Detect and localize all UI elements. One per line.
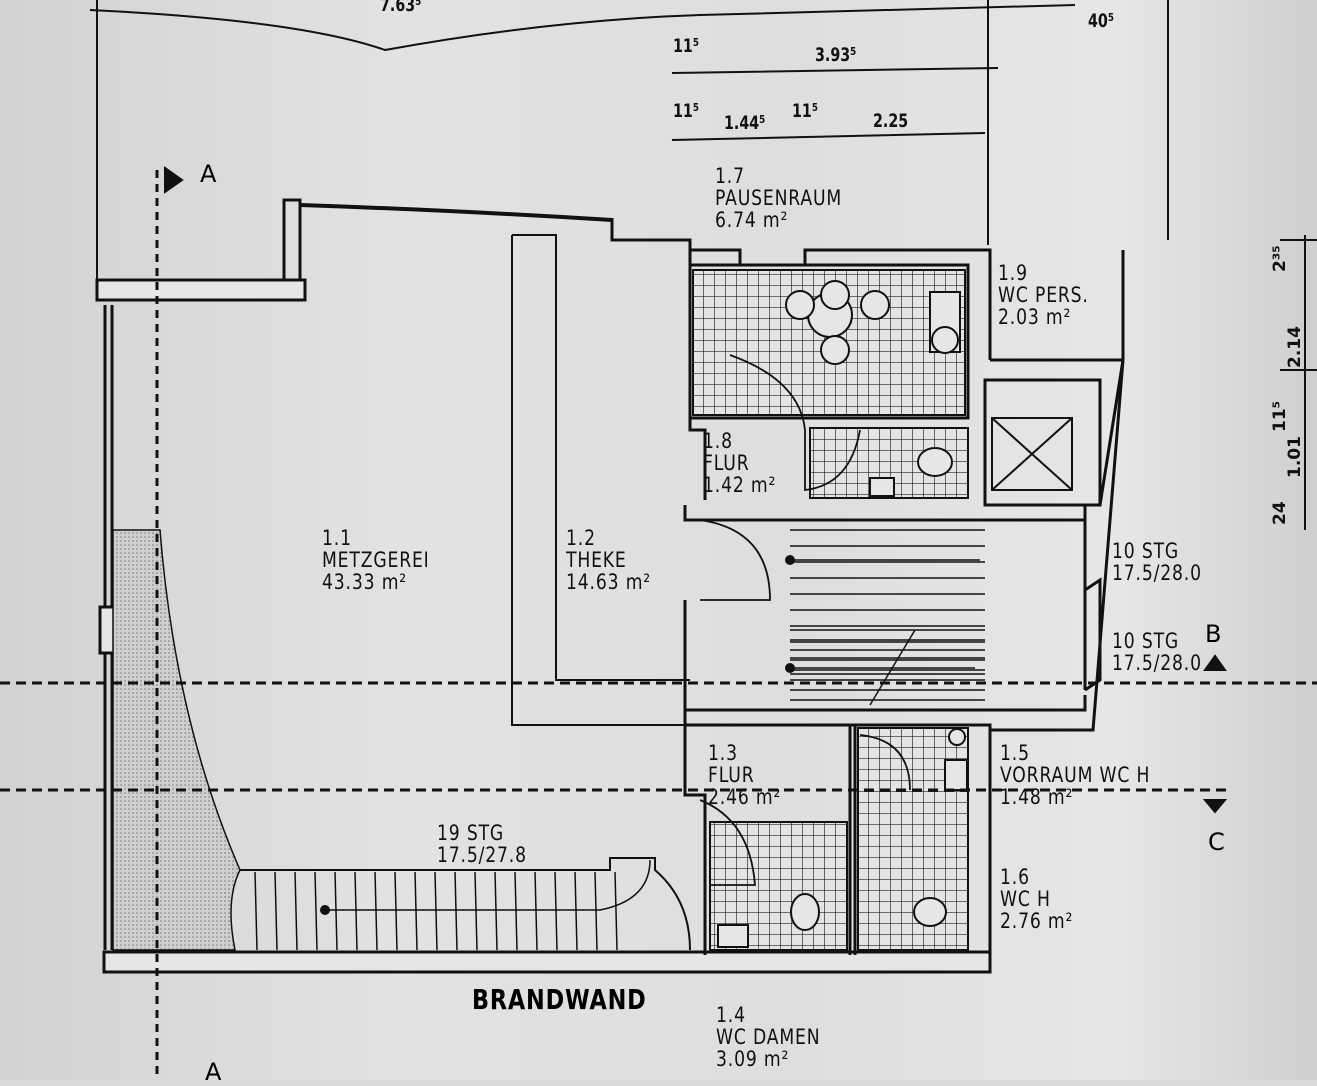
room-name: WC DAMEN: [716, 1025, 821, 1049]
dim-right-2: 2.14: [1285, 326, 1305, 368]
stair-tread: [494, 871, 498, 951]
stair-tread: [254, 871, 258, 951]
dim-row2-a: 11⁵: [673, 100, 700, 122]
stair-steps: 19 STG: [437, 821, 505, 845]
stair-tread: [514, 871, 518, 951]
room-name: WC PERS.: [998, 283, 1089, 307]
dim-right-4: 11⁵: [1270, 400, 1290, 432]
wc-damen-tiles: [709, 821, 848, 951]
room-area: 3.09 m²: [716, 1047, 790, 1071]
dim-row2-d: 2.25: [873, 110, 909, 132]
section-marker-c: C: [1208, 828, 1225, 856]
stair-tread: [274, 871, 278, 951]
room-area: 2.76 m²: [1000, 909, 1074, 933]
elevator-icon: [991, 417, 1073, 491]
section-lines: [0, 170, 1317, 1080]
hatched-area: [112, 529, 241, 951]
room-number: 1.6: [1000, 865, 1030, 889]
room-name: VORRAUM WC H: [1000, 763, 1151, 787]
stair-tread: [594, 871, 598, 951]
section-marker-a: A: [200, 160, 217, 188]
room-number: 1.1: [322, 526, 352, 550]
section-marker-a-bottom: A: [205, 1058, 222, 1086]
room-area: 1.42 m²: [703, 473, 777, 497]
room-number: 1.8: [703, 429, 733, 453]
dim-top-overall: 7.63⁵: [380, 0, 422, 16]
stair-tread: [474, 871, 478, 951]
stair-ratio: 17.5/27.8: [437, 843, 527, 867]
stair-tread: [334, 871, 338, 951]
stair-tread: [374, 871, 378, 951]
room-area: 2.03 m²: [998, 305, 1072, 329]
stair-tread: [434, 871, 438, 951]
room-number: 1.3: [708, 741, 738, 765]
room-area: 2.46 m²: [708, 785, 782, 809]
section-arrows: [164, 166, 1228, 814]
dim-row2-c: 11⁵: [792, 100, 819, 122]
room-area: 6.74 m²: [715, 208, 789, 232]
dim-right-5: 24: [1270, 501, 1290, 525]
room-number: 1.7: [715, 164, 745, 188]
stair-tread: [574, 871, 578, 951]
room-number: 1.4: [716, 1003, 746, 1027]
section-marker-b: B: [1205, 620, 1222, 648]
room-name: FLUR: [703, 451, 750, 475]
room-area: 14.63 m²: [566, 570, 652, 594]
stair-steps: 10 STG: [1112, 539, 1180, 563]
dim-row2-b: 1.44⁵: [724, 112, 766, 134]
stair-tread: [394, 871, 398, 951]
stair-tread: [454, 871, 458, 951]
dim-top-right: 40⁵: [1088, 10, 1115, 32]
stair-tread: [314, 871, 318, 951]
wall-label-brandwand: BRANDWAND: [472, 983, 647, 1016]
room-number: 1.2: [566, 526, 596, 550]
dim-row1-a: 11⁵: [673, 35, 700, 57]
toilets: [717, 447, 968, 948]
room-area: 1.48 m²: [1000, 785, 1074, 809]
counter-outline: [511, 234, 690, 726]
dim-right-1: 2³⁵: [1270, 245, 1290, 272]
room-name: FLUR: [708, 763, 755, 787]
stair-tread: [294, 871, 298, 951]
walls: [95, 198, 1125, 974]
stair-tread: [534, 871, 538, 951]
stair-tread: [554, 871, 558, 951]
stair-tread: [414, 871, 418, 951]
table-and-chairs: [785, 280, 961, 365]
stair-steps: 10 STG: [1112, 629, 1180, 653]
stair-treads: [254, 529, 985, 951]
room-number: 1.5: [1000, 741, 1030, 765]
dim-right-3: 1.01: [1285, 436, 1305, 478]
dim-row1-b: 3.93⁵: [815, 44, 857, 66]
stair-tread: [354, 871, 358, 951]
room-name: WC H: [1000, 887, 1051, 911]
stair-ratio: 17.5/28.0: [1112, 561, 1202, 585]
room-name: METZGEREI: [322, 548, 430, 572]
dimension-lines: [89, 0, 1317, 530]
door-swings: [699, 354, 911, 886]
room-area: 43.33 m²: [322, 570, 408, 594]
stair-ratio: 17.5/28.0: [1112, 651, 1202, 675]
room-name: THEKE: [566, 548, 627, 572]
room-name: PAUSENRAUM: [715, 186, 843, 210]
stair-tread: [614, 871, 618, 951]
room-number: 1.9: [998, 261, 1028, 285]
